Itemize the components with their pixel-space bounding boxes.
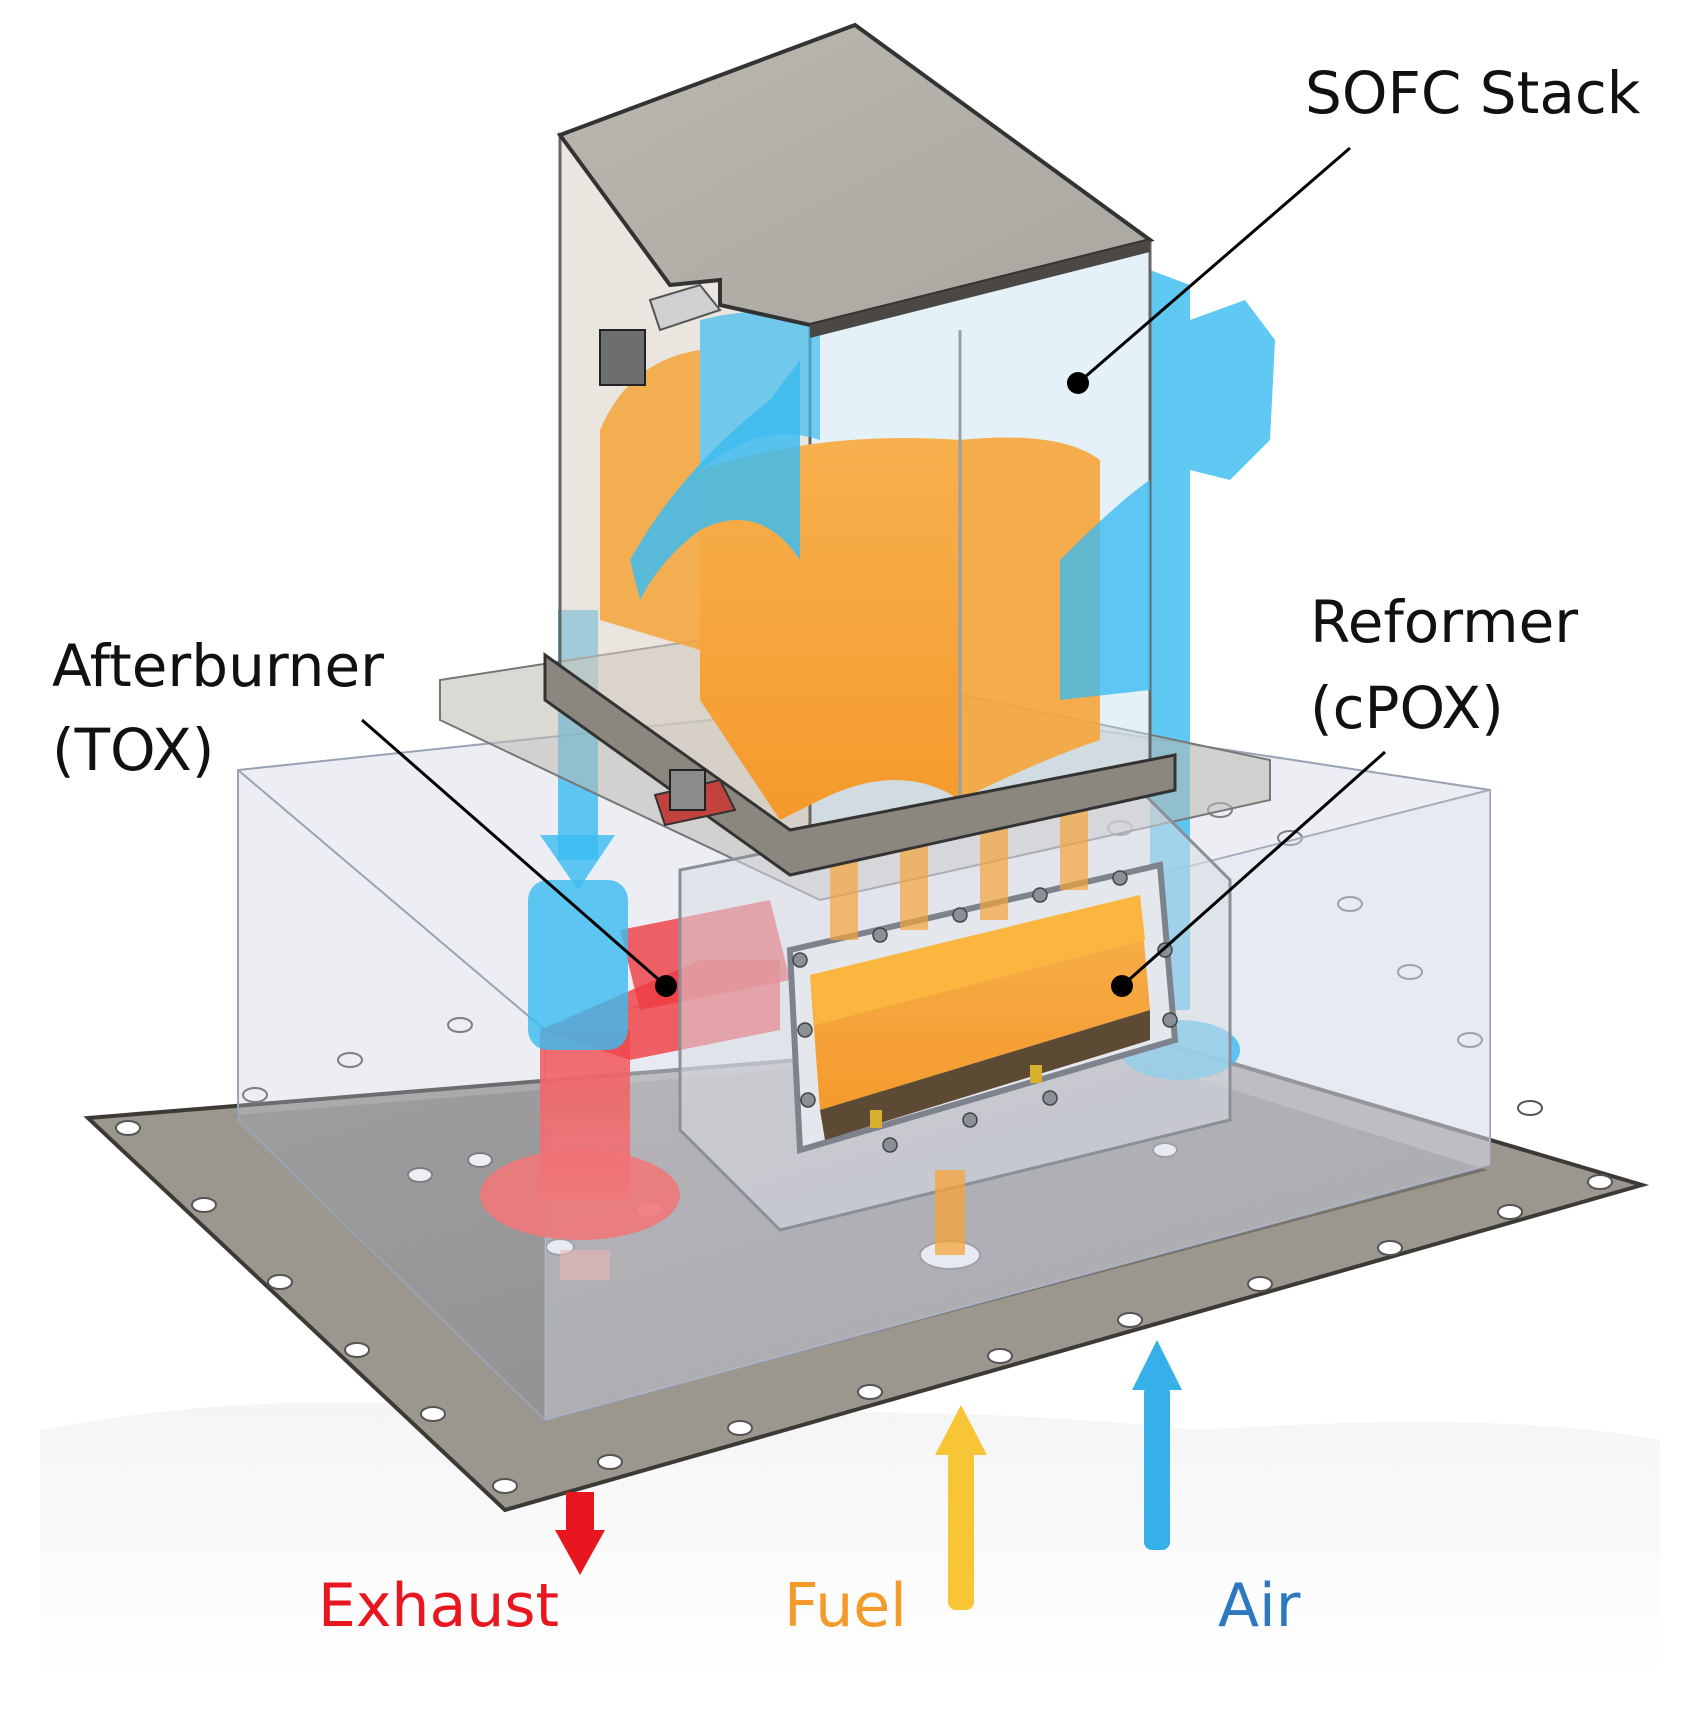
reformer-housing (678, 778, 1232, 1232)
sofc-stack-lid (556, 22, 1155, 827)
label-sofc-stack: SOFC Stack (1305, 59, 1641, 127)
fuel-arrow (935, 1405, 987, 1610)
fuel-inlet-pipe (935, 1170, 965, 1255)
label-fuel: Fuel (784, 1571, 907, 1641)
floor-shadow (40, 1402, 1660, 1680)
label-reformer-line2: (cPOX) (1310, 674, 1504, 742)
exhaust-arrow (555, 1492, 605, 1575)
flow-arrows (555, 1340, 1182, 1610)
leader-lines (361, 146, 1386, 997)
air-arrow (1132, 1340, 1182, 1550)
label-afterburner-line1: Afterburner (52, 632, 384, 700)
label-air: Air (1218, 1571, 1301, 1641)
sofc-stack-body (543, 131, 1177, 877)
label-reformer-line1: Reformer (1310, 588, 1578, 656)
label-afterburner-line2: (TOX) (52, 716, 214, 784)
label-exhaust: Exhaust (318, 1571, 559, 1641)
